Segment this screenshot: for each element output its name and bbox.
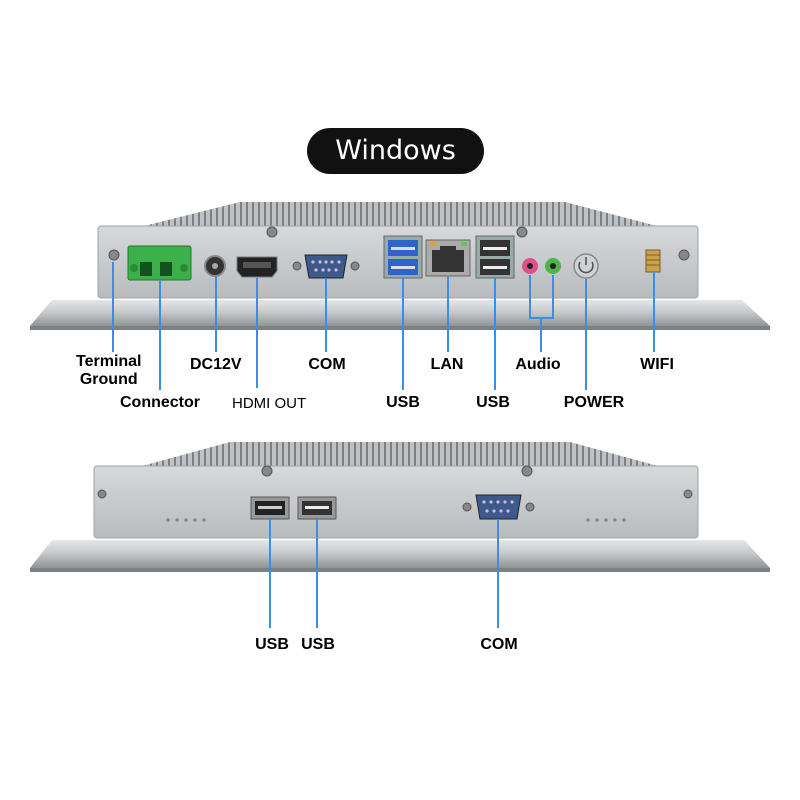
label-hdmi-out: HDMI OUT [232,395,307,412]
label-lan: LAN [430,356,464,373]
lan-port-icon [425,239,471,277]
os-title-badge: Windows [307,128,484,174]
dc-jack-icon [204,255,226,277]
label-terminal-ground: Terminal Ground [76,353,142,389]
usb3-stack-icon [383,235,423,279]
bottom-heatsink-fins [120,442,680,472]
label-usb-bottom-1: USB [255,636,289,653]
label-usb-left: USB [386,394,420,411]
wifi-antenna-icon [645,249,661,273]
top-callout-lines [112,262,655,390]
bottom-callout-lines [269,519,499,628]
label-connector: Connector [120,394,200,411]
bottom-com-port-icon [462,494,535,520]
os-title: Windows [335,135,456,166]
label-usb-right: USB [476,394,510,411]
bottom-bezel [30,540,770,568]
terminal-block-connector-icon [127,245,192,281]
top-bezel [30,300,770,326]
bottom-usb-1-icon [250,496,290,520]
ground-screw-icon [108,249,120,261]
top-device-panel [30,202,770,390]
audio-jacks-icon [522,258,561,274]
label-com-bottom: COM [480,636,518,653]
label-audio: Audio [515,356,561,373]
label-wifi: WIFI [640,356,674,373]
power-button-icon [573,253,599,279]
bottom-usb-2-icon [297,496,337,520]
label-dc12v: DC12V [190,356,242,373]
usb2-stack-icon [475,235,515,279]
label-terminal: Terminal [76,353,142,370]
label-com-top: COM [308,356,346,373]
label-power: POWER [563,394,625,411]
top-heatsink-fins [120,202,680,232]
hdmi-port-icon [236,256,278,278]
com-port-icon [292,254,360,279]
label-ground: Ground [79,371,138,388]
bottom-device-panel [30,442,770,628]
label-usb-bottom-2: USB [301,636,335,653]
bottom-chassis [93,465,699,539]
